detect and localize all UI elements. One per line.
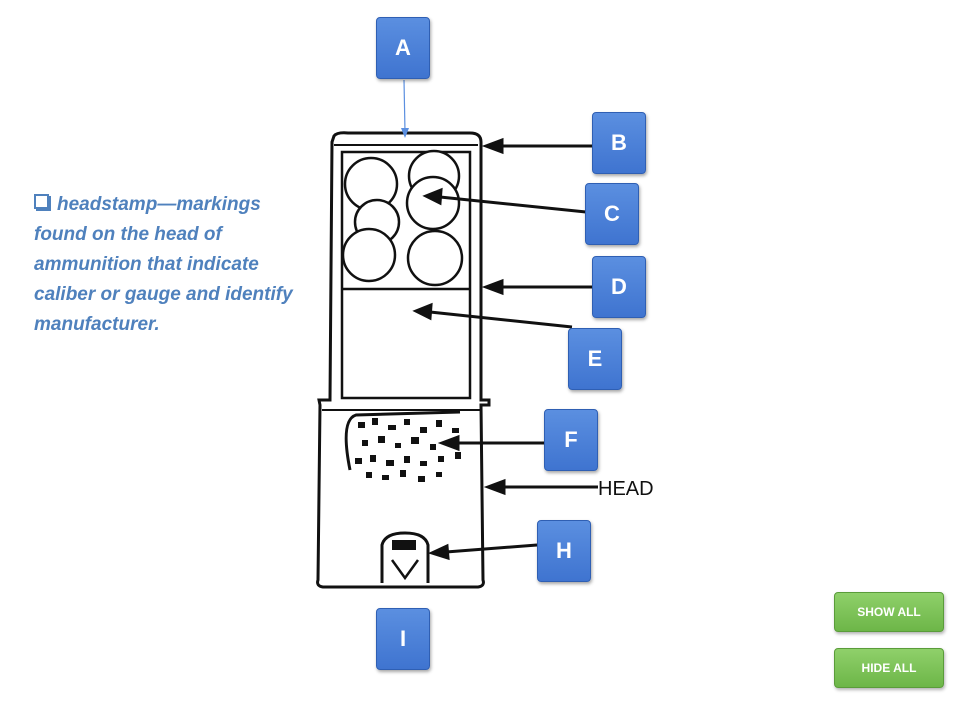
- label-h-button[interactable]: H: [537, 520, 591, 582]
- definition-term: headstamp: [57, 194, 158, 215]
- powder-outline: [344, 410, 461, 471]
- label-e-button[interactable]: E: [568, 328, 622, 390]
- show-all-button[interactable]: SHOW ALL: [834, 592, 944, 632]
- headstamp-definition: headstamp—markings found on the head of …: [34, 190, 296, 340]
- shell-inner-wall: [340, 150, 472, 400]
- definition-text: markings found on the head of ammunition…: [34, 194, 293, 335]
- label-a-button[interactable]: A: [376, 17, 430, 79]
- definition-separator: —: [157, 194, 177, 215]
- label-c-button[interactable]: C: [585, 183, 639, 245]
- label-f-button[interactable]: F: [544, 409, 598, 471]
- powder-grains: [355, 418, 461, 482]
- hide-all-button[interactable]: HIDE ALL: [834, 648, 944, 688]
- head-text: HEAD: [598, 478, 654, 500]
- label-i-button[interactable]: I: [376, 608, 430, 670]
- label-b-button[interactable]: B: [592, 112, 646, 174]
- checkbox-bullet-icon: [34, 194, 49, 209]
- shot-pellets: [341, 149, 464, 287]
- pointer-arrows: [412, 137, 598, 561]
- primer: [380, 531, 430, 583]
- a-pointer-head: [401, 128, 409, 138]
- primer-anvil: [390, 559, 420, 581]
- shell-outline: [316, 131, 491, 589]
- label-d-button[interactable]: D: [592, 256, 646, 318]
- a-pointer-line: [403, 79, 406, 133]
- primer-cup: [392, 540, 416, 550]
